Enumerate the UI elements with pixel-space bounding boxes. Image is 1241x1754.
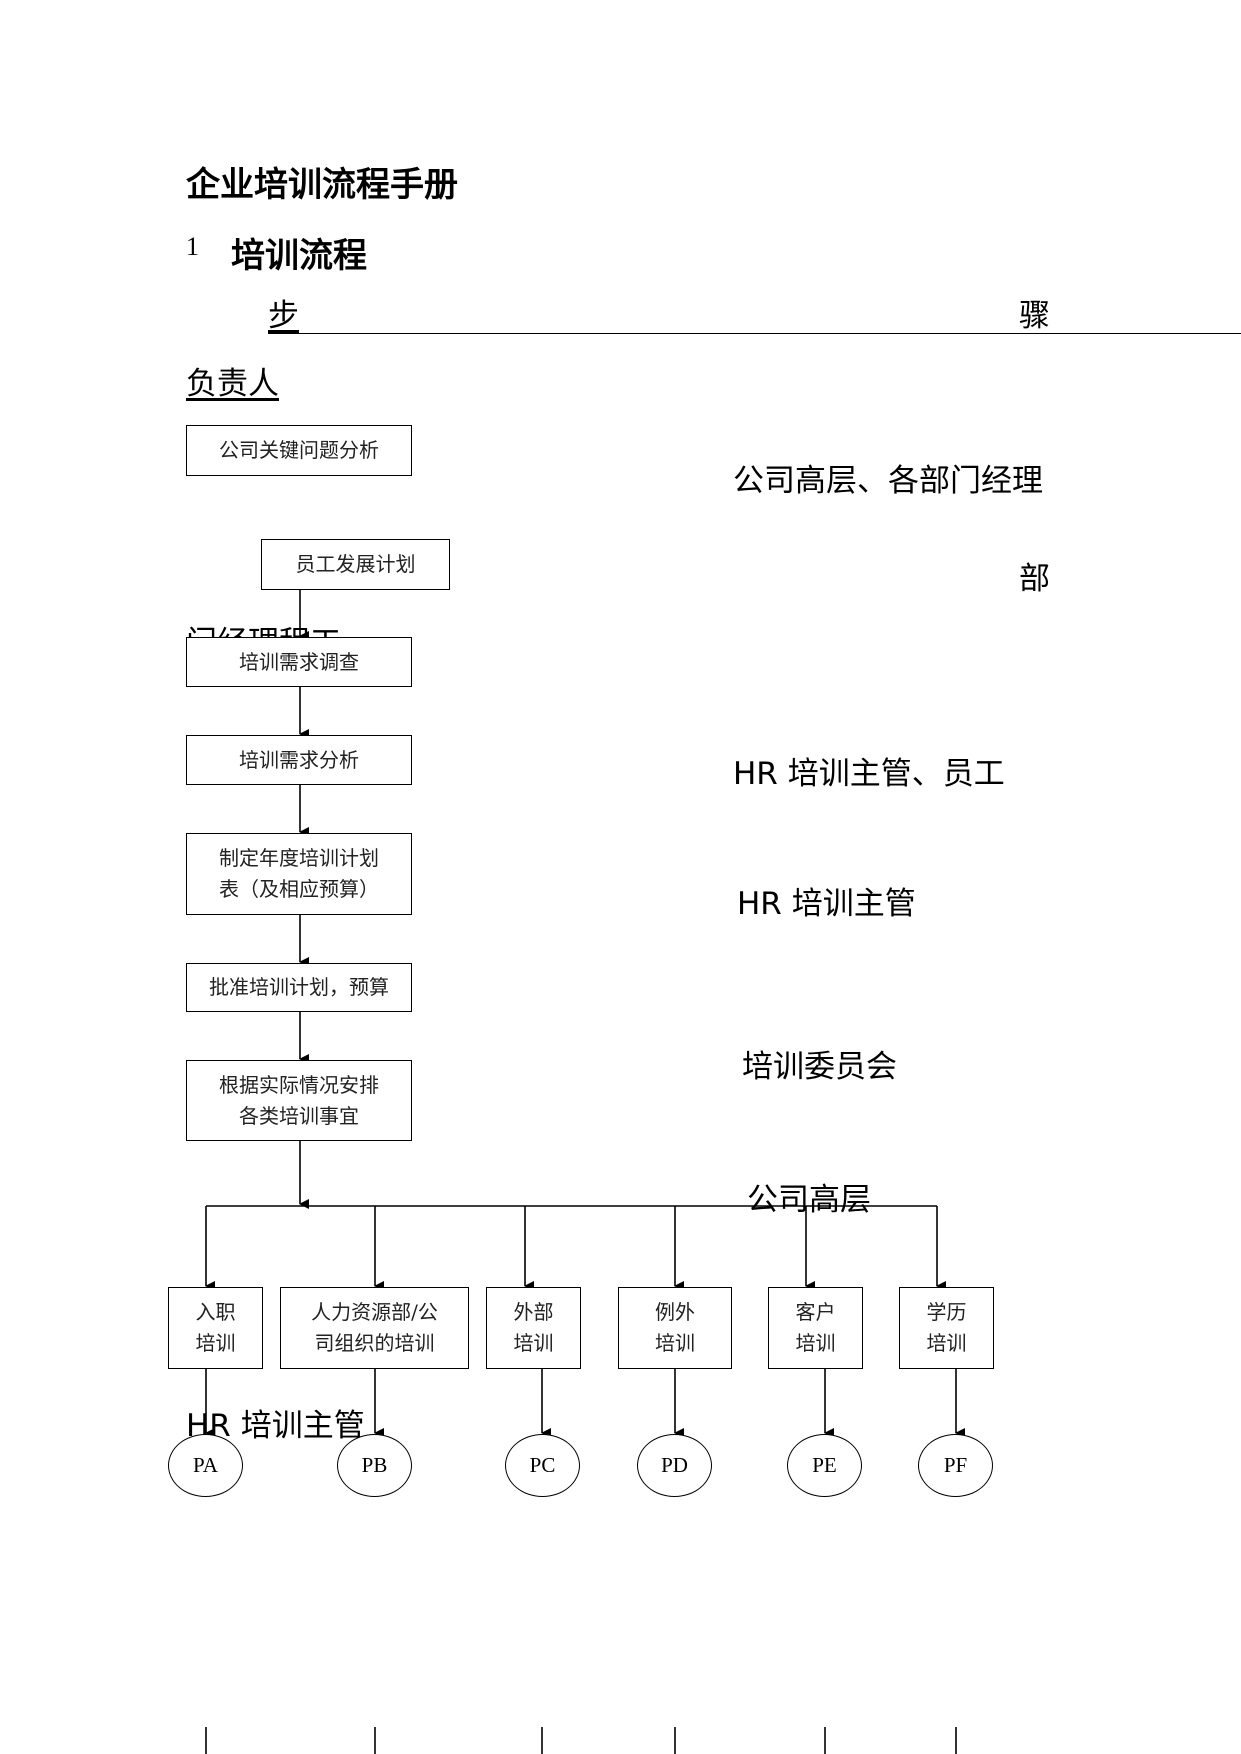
owner-header: 负责人 — [186, 366, 279, 402]
node-pf: PF — [918, 1434, 993, 1497]
owner-text-1: 公司高层、各部门经理 — [733, 463, 1043, 499]
flow-box-annual-training-plan: 制定年度培训计划表（及相应预算） — [186, 833, 412, 915]
section-title: 培训流程 — [231, 236, 367, 276]
flow-box-approve-plan-budget: 批准培训计划，预算 — [186, 963, 412, 1012]
flow-box-key-issue-analysis: 公司关键问题分析 — [186, 425, 412, 476]
document-title: 企业培训流程手册 — [186, 165, 458, 205]
branch-box-customer-training: 客户培训 — [768, 1287, 863, 1369]
branch-box-exceptional-training: 例外培训 — [618, 1287, 732, 1369]
node-pd: PD — [637, 1434, 712, 1497]
node-pc: PC — [505, 1434, 580, 1497]
flow-box-training-needs-analysis: 培训需求分析 — [186, 735, 412, 785]
branch-box-hr-organized-training: 人力资源部/公司组织的培训 — [280, 1287, 469, 1369]
owner-text-4: HR 培训主管 — [737, 886, 916, 922]
owner-text-2a: 部 — [1019, 561, 1050, 597]
section-number: 1 — [186, 232, 199, 261]
owner-text-6: 公司高层 — [747, 1182, 871, 1218]
owner-text-5: 培训委员会 — [742, 1049, 897, 1085]
branch-box-onboarding-training: 入职培训 — [168, 1287, 263, 1369]
node-pe: PE — [787, 1434, 862, 1497]
step-header-char-2: 骤 — [1019, 298, 1050, 334]
flow-box-employee-development-plan: 员工发展计划 — [261, 539, 450, 590]
node-pa: PA — [168, 1434, 243, 1497]
flow-box-training-needs-survey: 培训需求调查 — [186, 637, 412, 687]
node-pb: PB — [337, 1434, 412, 1497]
step-header-char-1: 步 — [268, 298, 299, 334]
flow-box-arrange-training-matters: 根据实际情况安排各类培训事宜 — [186, 1060, 412, 1141]
branch-box-degree-training: 学历培训 — [899, 1287, 994, 1369]
header-rule — [268, 333, 1241, 334]
owner-text-3: HR 培训主管、员工 — [733, 756, 1005, 792]
branch-box-external-training: 外部培训 — [486, 1287, 581, 1369]
